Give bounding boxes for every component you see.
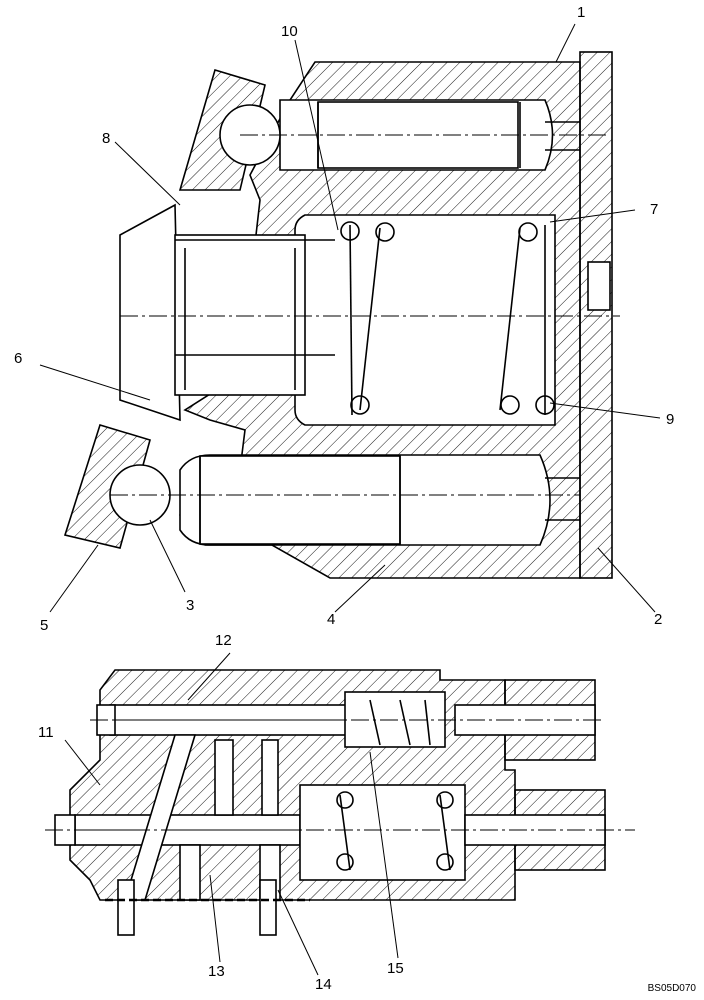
callout-9: 9 xyxy=(666,411,675,428)
leader-lines xyxy=(39,23,661,976)
callout-13: 13 xyxy=(208,963,225,980)
lower-slipper-shoe xyxy=(63,424,151,549)
callout-14: 14 xyxy=(315,976,332,993)
callout-6: 6 xyxy=(14,350,23,367)
swash-bushing xyxy=(119,203,181,422)
callout-11: 11 xyxy=(38,724,54,741)
pump-assembly xyxy=(63,51,620,579)
callout-1: 1 xyxy=(577,4,586,21)
drawing-code: BS05D070 xyxy=(647,983,696,994)
callout-4: 4 xyxy=(327,611,336,628)
callout-8: 8 xyxy=(102,130,111,147)
callout-5: 5 xyxy=(40,617,49,634)
callout-10: 10 xyxy=(281,23,298,40)
callout-12: 12 xyxy=(215,632,232,649)
callout-7: 7 xyxy=(650,201,659,218)
end-cover-plate xyxy=(579,51,613,579)
callout-3: 3 xyxy=(186,597,195,614)
valve-assembly xyxy=(45,669,635,936)
spring xyxy=(340,221,555,416)
valve-springs xyxy=(336,699,454,871)
stud-left xyxy=(117,879,135,936)
callout-2: 2 xyxy=(654,611,663,628)
callout-15: 15 xyxy=(387,960,404,977)
stud-right xyxy=(259,879,277,936)
spring-chamber xyxy=(294,214,556,426)
